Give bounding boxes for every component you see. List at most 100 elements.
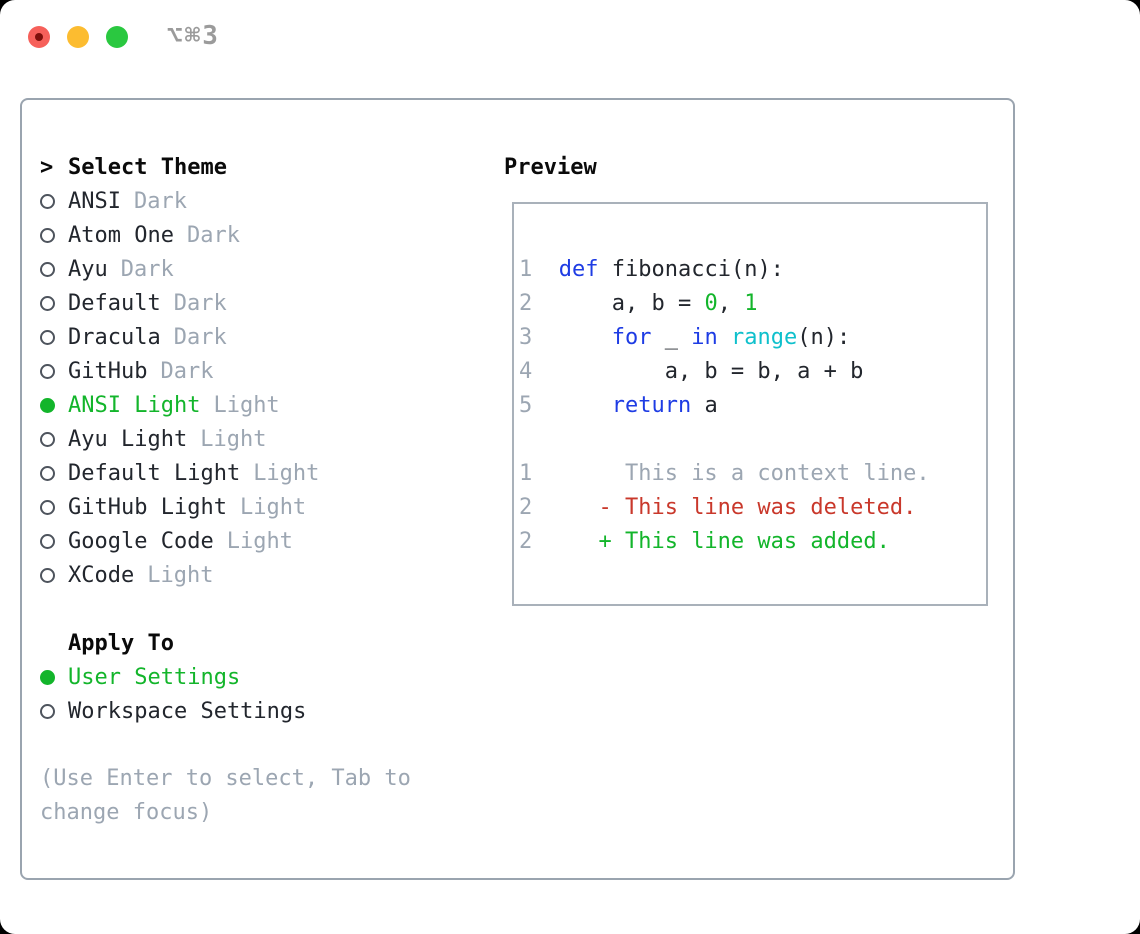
- radio-marker: [40, 567, 68, 583]
- code-token: 0: [704, 291, 718, 316]
- code-token: (n):: [797, 325, 851, 350]
- theme-option-label: Default Light: [68, 460, 241, 486]
- theme-option-ansi-light[interactable]: ANSI Light Light: [40, 388, 480, 422]
- line-number: 2: [519, 529, 533, 554]
- radio-marker: [40, 329, 68, 345]
- theme-option-github-light[interactable]: GitHub Light Light: [40, 490, 480, 524]
- theme-option-label: Atom One: [68, 222, 174, 248]
- theme-option-default[interactable]: Default Dark: [40, 286, 480, 320]
- theme-option-variant: Dark: [186, 222, 240, 248]
- code-token: return: [611, 393, 692, 418]
- code-token: a, b =: [532, 291, 705, 316]
- code-line: 1 def fibonacci(n):: [519, 253, 986, 287]
- code-line: 2 a, b = 0, 1: [519, 287, 986, 321]
- theme-option-label: XCode: [68, 562, 135, 588]
- theme-option-atom-one[interactable]: Atom One Dark: [40, 218, 480, 252]
- window-title: ⌥⌘3: [167, 21, 220, 51]
- code-token: def: [558, 257, 599, 282]
- theme-option-label: Dracula: [68, 324, 161, 350]
- code-token: 1: [744, 291, 758, 316]
- code-token: - This line was deleted.: [532, 495, 917, 520]
- apply-option-label: User Settings: [68, 664, 241, 690]
- apply-to-header: Apply To: [40, 626, 480, 660]
- theme-option-xcode[interactable]: XCode Light: [40, 558, 480, 592]
- apply-to-title: Apply To: [68, 630, 174, 656]
- code-line: 1 This is a context line.: [519, 457, 986, 491]
- radio-unselected-icon: [40, 703, 55, 719]
- radio-marker: [40, 499, 68, 515]
- theme-option-variant: Light: [147, 562, 214, 588]
- code-token: [532, 325, 611, 350]
- code-token: This is a context line.: [532, 461, 930, 486]
- radio-unselected-icon: [40, 533, 55, 549]
- code-line: 2 - This line was deleted.: [519, 491, 986, 525]
- line-number: 2: [519, 291, 533, 316]
- close-button-dot: [35, 33, 43, 41]
- theme-option-variant: Dark: [173, 290, 227, 316]
- theme-option-variant: Light: [213, 392, 280, 418]
- radio-marker: [40, 193, 68, 209]
- radio-selected-icon: [40, 397, 55, 413]
- radio-marker: [40, 703, 68, 719]
- code-line: 4 a, b = b, a + b: [519, 355, 986, 389]
- line-number: 1: [519, 461, 533, 486]
- code-token: _: [651, 325, 692, 350]
- code-token: fibonacci(n):: [598, 257, 784, 282]
- radio-marker: [40, 261, 68, 277]
- code-line: 2 + This line was added.: [519, 525, 986, 559]
- theme-option-ansi[interactable]: ANSI Dark: [40, 184, 480, 218]
- radio-unselected-icon: [40, 465, 55, 481]
- theme-option-label: ANSI: [68, 188, 121, 214]
- code-token: [532, 257, 559, 282]
- line-number: 3: [519, 325, 533, 350]
- theme-option-label: GitHub Light: [68, 494, 227, 520]
- code-line: 5 return a: [519, 389, 986, 423]
- code-blank-line: [519, 423, 986, 457]
- apply-option-user-settings[interactable]: User Settings: [40, 660, 480, 694]
- radio-marker: [40, 431, 68, 447]
- radio-unselected-icon: [40, 329, 55, 345]
- radio-unselected-icon: [40, 227, 55, 243]
- code-token: a: [691, 393, 718, 418]
- theme-option-label: Ayu: [68, 256, 108, 282]
- traffic-lights: [28, 26, 128, 48]
- code-token: [532, 393, 611, 418]
- line-number: 5: [519, 393, 533, 418]
- zoom-button[interactable]: [106, 26, 128, 48]
- theme-option-variant: Light: [200, 426, 267, 452]
- theme-option-label: Default: [68, 290, 161, 316]
- close-button[interactable]: [28, 26, 50, 48]
- theme-option-label: ANSI Light: [68, 392, 201, 418]
- radio-unselected-icon: [40, 261, 55, 277]
- radio-selected-icon: [40, 669, 55, 685]
- code-token: ,: [717, 291, 745, 316]
- hint-text: (Use Enter to select, Tab to change focu…: [40, 766, 411, 825]
- line-number: 4: [519, 359, 533, 384]
- radio-unselected-icon: [40, 363, 55, 379]
- theme-option-variant: Light: [239, 494, 307, 520]
- theme-option-variant: Dark: [133, 188, 187, 214]
- apply-option-workspace-settings[interactable]: Workspace Settings: [40, 694, 480, 728]
- minimize-button[interactable]: [67, 26, 89, 48]
- radio-unselected-icon: [40, 295, 55, 311]
- radio-marker: [40, 363, 68, 379]
- radio-marker: [40, 227, 68, 243]
- theme-option-variant: Light: [253, 460, 320, 486]
- radio-unselected-icon: [40, 431, 55, 447]
- theme-option-default-light[interactable]: Default Light Light: [40, 456, 480, 490]
- theme-option-variant: Dark: [160, 358, 214, 384]
- code-token: range: [730, 325, 798, 350]
- theme-list-header: > Select Theme: [40, 150, 480, 184]
- spacer: [40, 592, 480, 626]
